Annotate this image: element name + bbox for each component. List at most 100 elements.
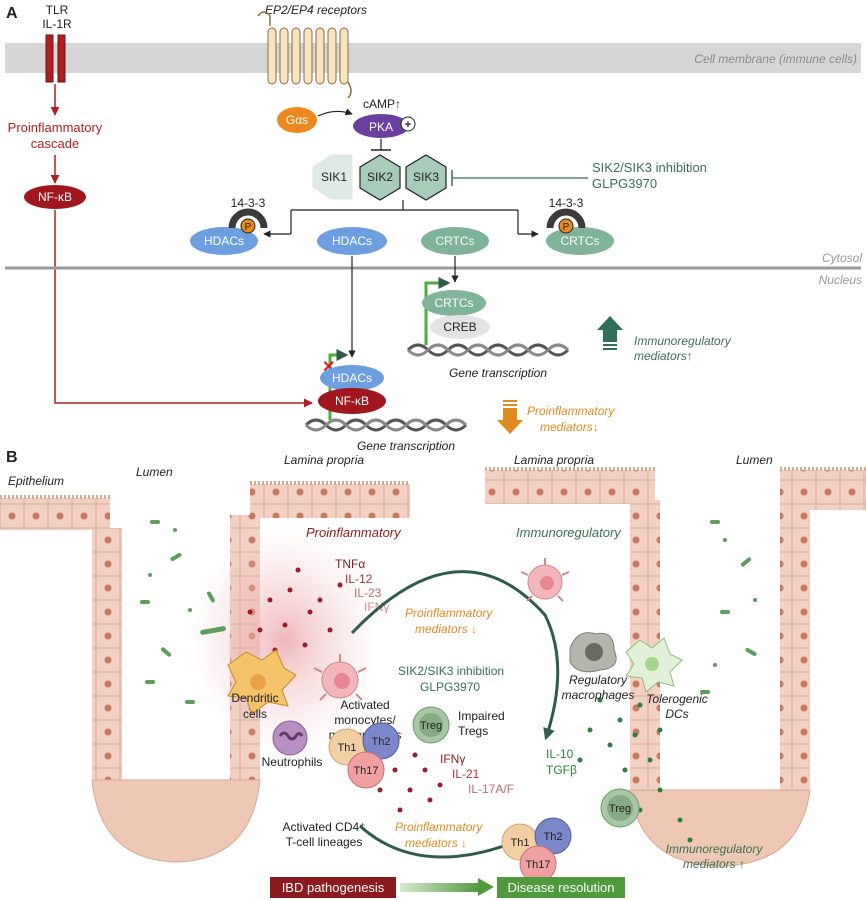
proinf-med-a-1: Proinflammatory — [527, 404, 615, 418]
ibd-pathogenesis-label: IBD pathogenesis — [282, 880, 385, 895]
cytokine-il23: IL-23 — [354, 586, 382, 600]
creb — [430, 315, 490, 339]
activated-label-1: Activated — [340, 698, 389, 712]
panel-a-label: A — [6, 5, 18, 22]
tlr-receptor-right — [57, 34, 66, 83]
lamina-propria-right-label: Lamina propria — [514, 453, 594, 467]
cytokine-il17: IL-17A/F — [468, 782, 514, 796]
hdacs-phospho — [190, 227, 258, 255]
proinf-med-b-upper-1: Proinflammatory — [405, 606, 493, 620]
epithelium-label: Epithelium — [8, 474, 64, 488]
cytosol-label: Cytosol — [822, 251, 862, 265]
svg-text:Th1: Th1 — [511, 837, 530, 849]
1433-protein-right — [546, 208, 586, 229]
svg-text:Treg: Treg — [609, 803, 631, 815]
sik3 — [405, 154, 447, 201]
bacteria — [140, 520, 757, 704]
svg-text:+: + — [405, 119, 411, 131]
cytokine-il21: IL-21 — [452, 767, 480, 781]
svg-text:Th17: Th17 — [353, 765, 378, 777]
1433-protein-left — [228, 208, 268, 229]
tlr-receptor-left — [45, 34, 54, 83]
sik1 — [312, 154, 353, 200]
proinf-med-b-lower-2: mediators ↓ — [405, 836, 467, 850]
crtcs-free — [421, 227, 489, 255]
crtcs-nuclear — [422, 290, 486, 316]
tolerogenic-label-2: DCs — [665, 707, 688, 721]
il1r-label: IL-1R — [42, 17, 72, 31]
svg-text:Th17: Th17 — [525, 859, 550, 871]
inhibition-b-1: SIK2/SIK3 inhibition — [398, 664, 504, 678]
transition-arrow — [400, 883, 480, 892]
il10-label: IL-10 — [546, 747, 574, 761]
immuno-med-b-1: Immunoregulatory — [666, 842, 764, 856]
regulatory-macrophage — [569, 632, 617, 673]
arrow-nfkb-nucleus — [54, 210, 313, 408]
activated-macrophage — [313, 654, 367, 701]
tolerogenic-dc — [625, 637, 683, 693]
th17-left — [347, 751, 385, 789]
svg-text:Th2: Th2 — [544, 831, 563, 843]
tolerogenic-label-1: Tolerogenic — [646, 692, 708, 706]
hdacs-nuclear-label: HDACs — [332, 371, 372, 385]
neutrophils-label: Neutrophils — [262, 755, 323, 769]
nfkb-cytosol-label: NF-κB — [38, 190, 72, 204]
panel-b-label: B — [6, 449, 18, 466]
phospho-left — [240, 218, 256, 234]
ibd-pathogenesis-box — [270, 877, 396, 898]
nfkb-cytosol — [24, 185, 86, 209]
down-arrow-icon — [497, 400, 523, 434]
impaired-label-1: Impaired — [458, 709, 505, 723]
impaired-label-2: Tregs — [458, 724, 488, 738]
reg-mac-label-2: macrophages — [562, 688, 635, 702]
impaired-treg-label: Treg — [420, 720, 442, 732]
svg-text:Th1: Th1 — [338, 742, 357, 754]
pka — [353, 114, 409, 138]
hdacs-free — [317, 227, 387, 255]
ep-receptor — [267, 27, 349, 85]
up-arrow-icon — [597, 316, 623, 350]
immuno-med-a-2: mediators↑ — [634, 349, 693, 363]
cytokine-il12: IL-12 — [345, 572, 373, 586]
dendritic-cell — [227, 649, 297, 715]
sik1-label: SIK1 — [321, 170, 347, 184]
creb-label: CREB — [443, 320, 476, 334]
reg-mac-label-1: Regulatory — [569, 673, 628, 687]
cytokine-tnfa: TNFα — [335, 557, 365, 571]
immuno-med-b-2: mediators ↑ — [683, 857, 745, 871]
gas-label: Gαs — [286, 113, 308, 127]
pka-label: PKA — [369, 120, 393, 134]
cytokine-dots-regulatory — [577, 697, 693, 843]
cd4-label-2: T-cell lineages — [286, 835, 363, 849]
svg-text:P: P — [563, 222, 570, 233]
crtcs-phospho-label: CRTCs — [560, 234, 599, 248]
impaired-treg — [412, 706, 450, 744]
cd4-label-1: Activated CD4⁺ — [282, 820, 365, 834]
proinf-med-b-upper-2: mediators ↓ — [415, 622, 477, 636]
lumen-left-label: Lumen — [136, 465, 173, 479]
cascade-label-2: cascade — [31, 136, 79, 151]
proinflammatory-label: Proinflammatory — [306, 525, 402, 540]
1433-label-left: 14-3-3 — [231, 196, 266, 210]
arrow-to-resolution — [358, 824, 523, 859]
disease-resolution-box — [497, 877, 625, 898]
dna-lower — [304, 418, 468, 432]
svg-text:Th2: Th2 — [372, 736, 391, 748]
gene-transcription-upper: Gene transcription — [449, 366, 547, 380]
crtcs-nuclear-label: CRTCs — [434, 296, 473, 310]
hdacs-nuclear — [320, 365, 384, 391]
crtcs-phospho — [546, 227, 614, 255]
tgfb-label: TGFβ — [546, 763, 577, 777]
inhibition-label-1: SIK2/SIK3 inhibition — [592, 160, 707, 175]
plus-icon — [400, 116, 416, 132]
arrow-to-regulatory — [350, 570, 560, 741]
gene-transcription-lower: Gene transcription — [357, 439, 455, 453]
hdacs-phospho-label: HDACs — [204, 234, 244, 248]
dendritic-label-2: cells — [243, 707, 267, 721]
cytokine-dots-proinflammatory — [247, 567, 443, 813]
dendritic-label-1: Dendritic — [231, 691, 278, 705]
resting-macrophage — [520, 558, 570, 602]
cascade-label-1: Proinflammatory — [8, 120, 103, 135]
cell-membrane — [5, 43, 861, 73]
